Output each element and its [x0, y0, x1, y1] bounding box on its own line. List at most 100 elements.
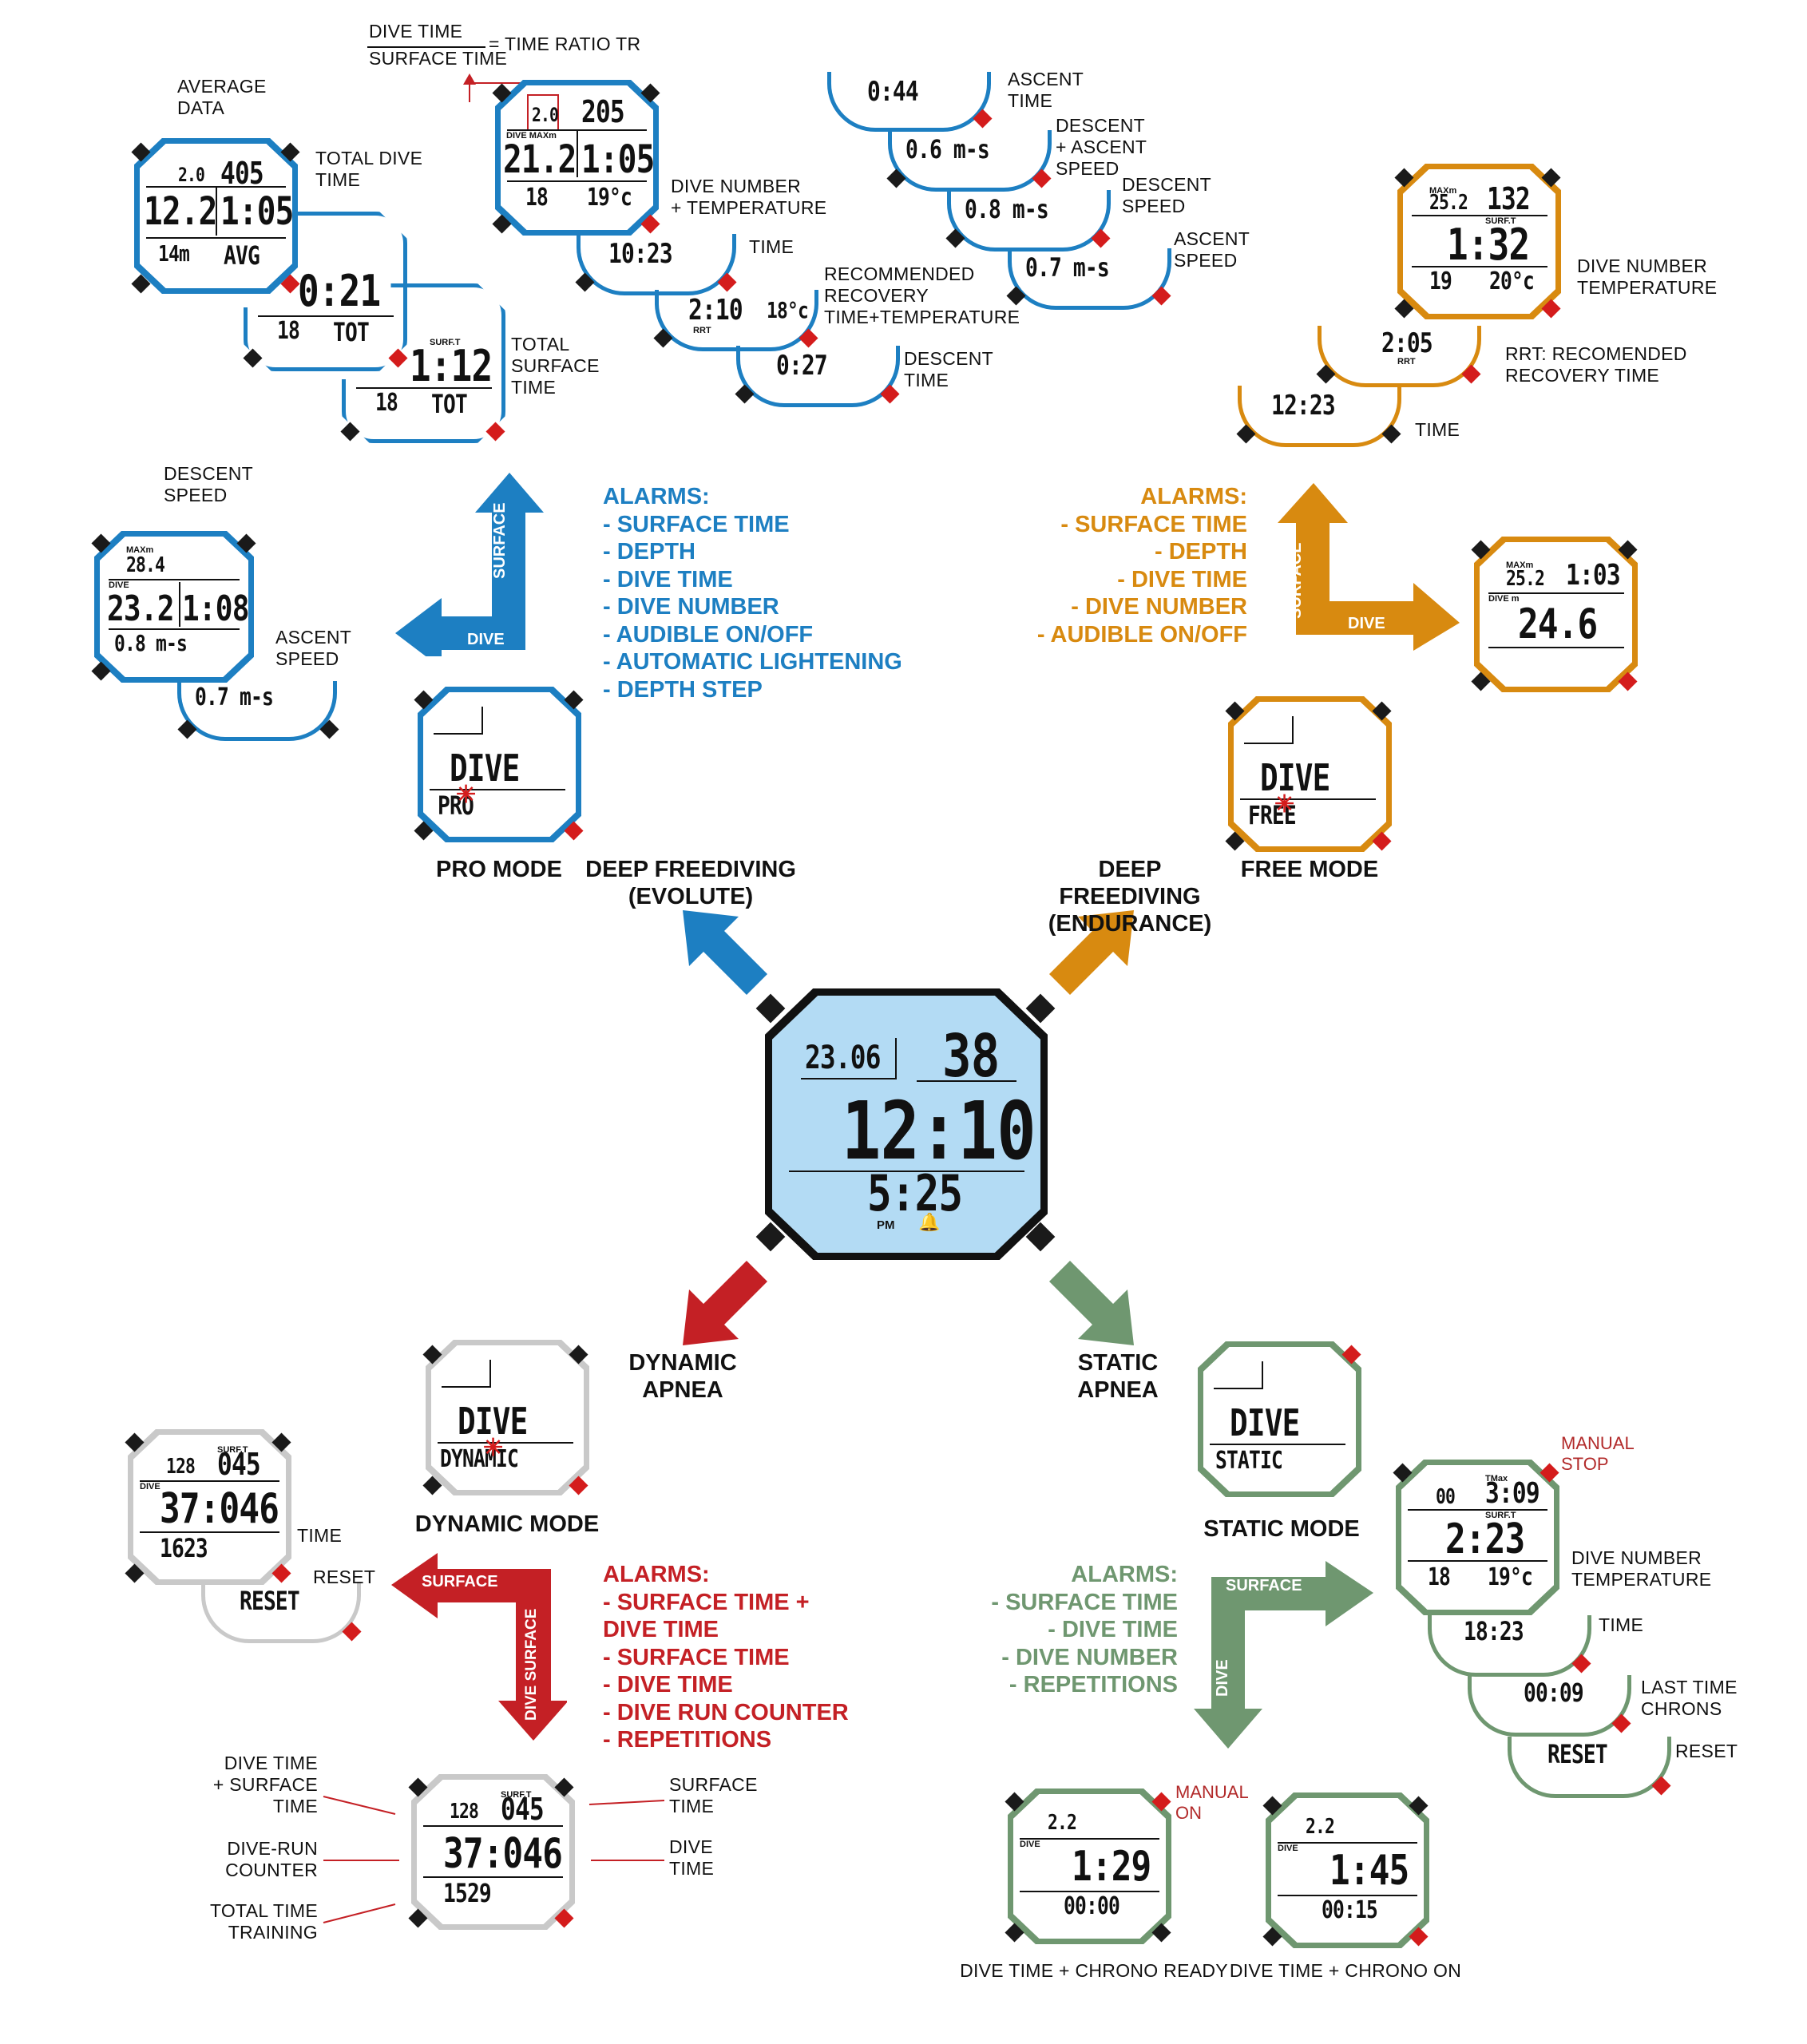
pro-recommended-label: RECOMMENDED RECOVERY TIME+TEMPERATURE [824, 263, 1020, 327]
pro-category-label: DEEP FREEDIVING (EVOLUTE) [585, 857, 796, 909]
free-surface-arrow-label: SURFACE [1287, 542, 1305, 619]
main-date: 23.06 [805, 1040, 881, 1076]
pro-left-watch: MAXm 28.4 DIVE 23.2 1:08 0.8 m-s [94, 531, 254, 683]
static-dive-number-temp-label: DIVE NUMBER TEMPERATURE [1571, 1547, 1712, 1590]
tot-dive-watch: 0:21 18 TOT [244, 212, 407, 371]
dyn-reset-label: RESET [313, 1567, 376, 1587]
main-seconds: 38 [942, 1022, 1000, 1091]
main-watch: 23.06 38 12:10 5:25 PM 🔔 [765, 988, 1048, 1260]
free-dive-arrow-label: DIVE [1348, 615, 1385, 632]
static-main-watch: 00 TMax 3:09 SURF.T 2:23 18 19°c [1396, 1460, 1559, 1615]
pro-left-ascent-watch: 0.7 m-s [177, 669, 337, 741]
dyn-dive-time-label: DIVE TIME [669, 1836, 715, 1879]
pro-dive-surface-arrow [395, 473, 544, 656]
dynamic-mode-label: DYNAMIC MODE [414, 1511, 600, 1537]
pro-mode-watch: DIVE PRO ✳ [418, 687, 581, 842]
ratio-watch: 2.0 205 DIVE MAXm 21.2 1:05 18 19°c [495, 80, 659, 236]
free-time-watch: 12:23 [1238, 375, 1401, 447]
free-time-label: TIME [1415, 419, 1460, 440]
pro-asc-speed-watch: 0.7 m-s [1008, 238, 1171, 310]
static-last-time-chrons-label: LAST TIME CHRONS [1641, 1677, 1738, 1719]
static-category-label: STATIC APNEA [1077, 1350, 1159, 1403]
arrow-to-dynamic [683, 1261, 767, 1345]
dynamic-reset-watch: RESET [201, 1571, 361, 1643]
static-time-label: TIME [1599, 1614, 1644, 1635]
dyn-total-time-training-label: TOTAL TIME TRAINING [209, 1900, 318, 1943]
dyn-leader-lines [323, 1796, 665, 1923]
static-manual-stop-label: MANUAL STOP [1561, 1433, 1635, 1474]
dyn-dive-run-counter-label: DIVE-RUN COUNTER [225, 1838, 318, 1880]
pro-surface-arrow-label: SURFACE [491, 502, 509, 579]
total-dive-time-label: TOTAL DIVE TIME [315, 148, 423, 190]
free-mode-watch: DIVE FREE ✳ [1228, 696, 1392, 852]
static-chrono-ready-label: DIVE TIME + CHRONO READY [960, 1960, 1228, 1981]
static-manual-on-label: MANUAL ON [1175, 1782, 1249, 1823]
dyn-dive-surface-time-label: DIVE TIME + SURFACE TIME [212, 1753, 318, 1816]
free-main-watch: MAXm 25.2 132 SURF.T 1:32 19 20°c [1397, 164, 1561, 319]
free-alarms: ALARMS: - SURFACE TIME - DEPTH - DIVE TI… [1036, 484, 1247, 648]
static-alarms: ALARMS: - SURFACE TIME - DIVE TIME - DIV… [991, 1562, 1178, 1697]
free-rrt-label: RRT: RECOMENDED RECOVERY TIME [1505, 343, 1687, 386]
static-reset-label: RESET [1675, 1741, 1738, 1761]
arrow-to-pro [683, 910, 767, 995]
static-mode-label: STATIC MODE [1203, 1516, 1360, 1542]
bell-icon: 🔔 [918, 1212, 941, 1232]
free-rrt-watch: 2:05 RRT [1318, 315, 1481, 387]
pro-descent-speed-label: DESCENT SPEED [1122, 174, 1212, 216]
ratio-denominator: SURFACE TIME [369, 48, 508, 69]
dynamic-dive-surface-arrow-label: DIVE SURFACE [523, 1608, 540, 1721]
avg-watch: 2.0 405 12.2 1:05 14m AVG [134, 138, 298, 294]
static-ready-watch: 2.2 DIVE 1:29 00:00 [1008, 1788, 1171, 1944]
dyn-surface-time-label: SURFACE TIME [669, 1774, 758, 1816]
pro-screen-bottom: PRO [438, 790, 474, 821]
blink-icon: ✳ [456, 782, 477, 808]
free-dive-surface-arrow [1278, 483, 1460, 651]
arrow-to-free [1049, 910, 1134, 995]
tot-surf-watch: SURF.T 1:12 18 TOT [342, 283, 505, 443]
static-chrons-watch: 00:09 [1468, 1665, 1631, 1737]
pro-screen-top: DIVE [450, 747, 520, 790]
dynamic-mode-watch: DIVE DYNAMIC ✳ [426, 1340, 589, 1495]
static-chrono-on-label: DIVE TIME + CHRONO ON [1229, 1960, 1462, 1981]
dynamic-category-label: DYNAMIC APNEA [628, 1350, 737, 1403]
dyn-time-label: TIME [297, 1525, 343, 1546]
pro-mode-label: PRO MODE [436, 857, 562, 882]
pro-dive-arrow-label: DIVE [467, 631, 505, 648]
dynamic-top-watch: 128 SURF.T 045 DIVE 37:046 1623 [128, 1429, 291, 1585]
pro-descent-ascent-speed-label: DESCENT + ASCENT SPEED [1056, 115, 1147, 179]
main-alt-time: 5:25 [867, 1164, 963, 1222]
pro-descent-time-watch: 0:27 [736, 335, 900, 407]
pro-da-speed-watch: 0.6 m-s [888, 120, 1052, 192]
pro-ascent-time-label: ASCENT TIME [1008, 69, 1084, 111]
dynamic-surface-arrow-label: SURFACE [422, 1573, 498, 1590]
ratio-equals: = TIME RATIO TR [489, 34, 641, 54]
free-mode-label: FREE MODE [1240, 857, 1379, 882]
pro-ascent-time-watch: 0:44 [827, 68, 991, 132]
dynamic-alarms: ALARMS: - SURFACE TIME + DIVE TIME - SUR… [603, 1562, 849, 1753]
average-data-label: AVERAGE DATA [177, 76, 267, 118]
pro-dive-number-temp-label: DIVE NUMBER + TEMPERATURE [671, 176, 827, 218]
pro-descent-time-label: DESCENT TIME [904, 348, 994, 390]
static-surface-arrow-label: SURFACE [1226, 1577, 1302, 1594]
free-dive-watch: MAXm 25.2 1:03 DIVE m 24.6 [1474, 537, 1638, 692]
total-surface-time-label: TOTAL SURFACE TIME [511, 334, 600, 398]
free-category-label: DEEP FREEDIVING (ENDURANCE) [1048, 857, 1212, 937]
pro-time-label: TIME [749, 236, 795, 257]
pro-left-descent-speed-label: DESCENT SPEED [164, 463, 254, 505]
ratio-numerator: DIVE TIME [369, 21, 463, 42]
static-reset-watch: RESET [1508, 1726, 1671, 1798]
main-time: 12:10 [842, 1084, 1036, 1178]
static-dive-arrow-label: DIVE [1214, 1659, 1231, 1697]
pro-alarms: ALARMS: - SURFACE TIME - DEPTH - DIVE TI… [603, 484, 902, 703]
static-time-watch: 18:23 [1428, 1605, 1591, 1677]
static-on-watch: 2.2 DIVE 1:45 00:15 [1266, 1792, 1429, 1948]
pro-left-ascent-speed-label: ASCENT SPEED [275, 627, 352, 669]
static-mode-watch: DIVE STATIC [1198, 1341, 1361, 1497]
main-ampm: PM [877, 1218, 895, 1232]
pro-ascent-speed-label: ASCENT SPEED [1174, 228, 1250, 271]
static-dive-surface-arrow [1194, 1561, 1373, 1749]
free-dive-number-temp-label: DIVE NUMBER TEMPERATURE [1577, 256, 1718, 298]
dynamic-bottom-watch: 128 SURF.T 045 37:046 1529 [411, 1774, 575, 1930]
arrow-to-static [1049, 1261, 1134, 1345]
pro-rrt-watch: 2:10 18°c RRT [655, 279, 818, 351]
